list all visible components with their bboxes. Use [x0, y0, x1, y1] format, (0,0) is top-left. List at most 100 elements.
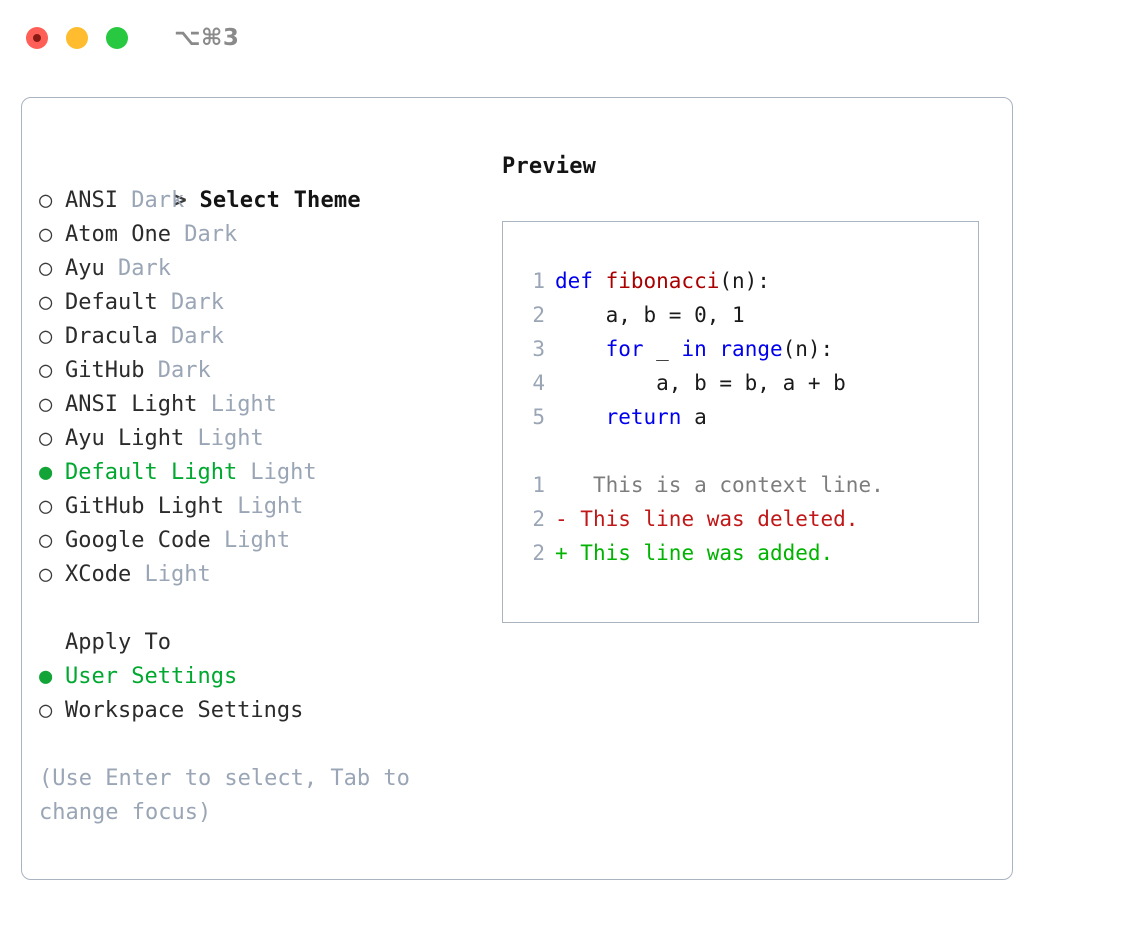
close-button-icon[interactable] [26, 27, 48, 49]
apply-to-option-label: User Settings [65, 664, 238, 689]
minimize-button-icon[interactable] [66, 27, 88, 49]
apply-to-options: ● User Settings ○ Workspace Settings [39, 660, 489, 728]
code-token [555, 337, 606, 361]
apply-to-option[interactable]: ○ Workspace Settings [39, 694, 489, 728]
diff-line: 2 + This line was added. [519, 536, 978, 570]
line-number: 2 [532, 541, 545, 565]
radio-unselected-icon[interactable]: ○ [39, 256, 53, 281]
theme-variant-label: Dark [117, 188, 185, 213]
radio-unselected-icon[interactable]: ○ [39, 324, 53, 349]
theme-name-label: Default Light [65, 460, 238, 485]
theme-variant-label: Light [131, 562, 211, 587]
code-line: 1 def fibonacci(n): [519, 264, 978, 298]
code-line: 3 for _ in range(n): [519, 332, 978, 366]
radio-unselected-icon[interactable]: ○ [39, 528, 53, 553]
maximize-button-icon[interactable] [106, 27, 128, 49]
code-token: a, b = b, a + b [555, 371, 846, 395]
theme-list-item[interactable]: ○ ANSI Light Light [39, 388, 489, 422]
diff-sample: 1 This is a context line.2- This line wa… [519, 468, 978, 570]
code-token: fibonacci [605, 269, 720, 293]
theme-name-label: ANSI Light [65, 392, 198, 417]
code-token: def [555, 269, 606, 293]
preview-title: Preview [502, 154, 597, 179]
radio-unselected-icon[interactable]: ○ [39, 562, 53, 587]
radio-unselected-icon[interactable]: ○ [39, 222, 53, 247]
radio-unselected-icon[interactable]: ○ [39, 698, 53, 723]
code-token: (n): [719, 269, 770, 293]
theme-selector-panel: >Select Theme ○ANSI Dark○Atom One Dark○A… [21, 97, 1013, 880]
code-token [555, 405, 606, 429]
radio-selected-icon[interactable]: ● [39, 460, 53, 485]
code-token: range [719, 337, 783, 361]
diff-sign: + [555, 541, 568, 565]
apply-to-header: Apply To [65, 630, 171, 655]
window-shortcut-label: ⌥⌘3 [174, 25, 240, 51]
radio-unselected-icon[interactable]: ○ [39, 392, 53, 417]
theme-list-item[interactable]: ○ XCode Light [39, 558, 489, 592]
line-number: 5 [532, 405, 545, 429]
diff-sign [555, 473, 568, 497]
apply-to-option-label: Workspace Settings [65, 698, 304, 723]
radio-unselected-icon[interactable]: ○ [39, 188, 53, 213]
diff-sign: - [555, 507, 568, 531]
radio-unselected-icon[interactable]: ○ [39, 290, 53, 315]
theme-list-item[interactable]: ○ANSI Dark [39, 184, 489, 218]
theme-list-item[interactable]: ○ Google Code Light [39, 524, 489, 558]
theme-name-label: XCode [65, 562, 132, 587]
radio-unselected-icon[interactable]: ○ [39, 426, 53, 451]
theme-list-item[interactable]: ○ Ayu Light Light [39, 422, 489, 456]
theme-list-item[interactable]: ○ Dracula Dark [39, 320, 489, 354]
theme-name-label: Google Code [65, 528, 211, 553]
theme-variant-label: Light [210, 528, 291, 553]
theme-list-column: >Select Theme ○ANSI Dark○Atom One Dark○A… [39, 150, 489, 830]
keyboard-hint-text: (Use Enter to select, Tab to change focu… [39, 766, 410, 825]
theme-name-label: Default [65, 290, 158, 315]
code-token: (n): [782, 337, 834, 361]
theme-list-item[interactable]: ○Default Dark [39, 286, 489, 320]
code-token: a [681, 405, 707, 429]
theme-variant-label: Dark [157, 324, 224, 349]
prompt-caret-icon: > [173, 188, 187, 213]
diff-line: 2- This line was deleted. [519, 502, 978, 536]
radio-unselected-icon[interactable]: ○ [39, 494, 53, 519]
theme-name-label: GitHub [65, 358, 145, 383]
select-theme-header: >Select Theme [39, 150, 489, 213]
diff-line: 1 This is a context line. [519, 468, 978, 502]
list-spacer [39, 592, 489, 626]
theme-name-label: GitHub Light [65, 494, 224, 519]
radio-selected-icon[interactable]: ● [39, 664, 53, 689]
theme-name-label: Ayu Light [65, 426, 185, 451]
diff-text: This line was added. [567, 541, 834, 565]
theme-list-item[interactable]: ○ Ayu Dark [39, 252, 489, 286]
theme-variant-label: Light [197, 392, 277, 417]
line-number: 2 [532, 507, 545, 531]
theme-name-label: Dracula [65, 324, 158, 349]
code-token: _ [643, 337, 682, 361]
line-number: 4 [532, 371, 545, 395]
theme-name-label: Ayu [65, 256, 105, 281]
theme-variant-label: Light [184, 426, 264, 451]
code-token: in [681, 337, 707, 361]
theme-variant-label: Light [237, 460, 317, 485]
radio-unselected-icon[interactable]: ○ [39, 358, 53, 383]
theme-variant-label: Dark [104, 256, 171, 281]
code-line: 2 a, b = 0, 1 [519, 298, 978, 332]
diff-text: This line was deleted. [567, 507, 859, 531]
theme-list-item[interactable]: ● Default Light Light [39, 456, 489, 490]
title-bar: ⌥⌘3 [0, 0, 1140, 76]
theme-list-item[interactable]: ○ GitHub Light Light [39, 490, 489, 524]
theme-list-item[interactable]: ○Atom One Dark [39, 218, 489, 252]
code-line: 4 a, b = b, a + b [519, 366, 978, 400]
code-token: return [605, 405, 682, 429]
line-number: 1 [532, 269, 545, 293]
line-number: 3 [532, 337, 545, 361]
theme-variant-label: Dark [170, 222, 238, 247]
theme-variant-label: Light [223, 494, 304, 519]
apply-to-option[interactable]: ● User Settings [39, 660, 489, 694]
theme-list-item[interactable]: ○GitHub Dark [39, 354, 489, 388]
code-line: 5 return a [519, 400, 978, 434]
diff-text: This is a context line. [567, 473, 884, 497]
